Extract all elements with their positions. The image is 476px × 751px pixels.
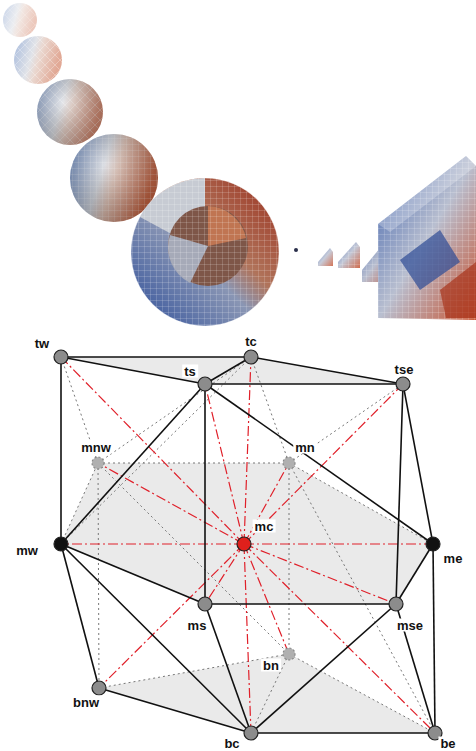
- vertex-label: ts: [182, 365, 198, 378]
- hidden-edge: [251, 654, 289, 733]
- polyhedron-edge: [205, 603, 396, 605]
- vertex-label: tw: [33, 337, 51, 350]
- center-ray: [244, 544, 289, 654]
- vertex-label: me: [442, 552, 465, 565]
- hidden-edge: [61, 463, 98, 544]
- hidden-edge: [98, 463, 289, 464]
- vertex-label: ms: [186, 619, 209, 632]
- hidden-edge: [251, 357, 289, 463]
- polyhedron-edge: [204, 384, 206, 604]
- vertex-dot: [198, 597, 212, 611]
- center-ray: [61, 357, 244, 544]
- vertex-dot: [92, 681, 106, 695]
- vertex-dot: [54, 537, 68, 551]
- vertex-dot: [389, 597, 403, 611]
- polyhedron-edge: [205, 357, 251, 384]
- polyhedron-edge: [61, 544, 251, 733]
- vertex-dot: [426, 537, 440, 551]
- shaded-plane: [61, 357, 403, 384]
- vertex-dot: [237, 537, 251, 551]
- center-ray: [244, 544, 251, 733]
- vertex-label: tc: [243, 335, 259, 348]
- center-ray: [244, 543, 433, 544]
- vertex-label: mse: [395, 619, 425, 632]
- center-ray: [98, 463, 244, 544]
- vertex-dot: [283, 648, 295, 660]
- center-ray: [99, 544, 244, 688]
- hidden-edge: [61, 357, 251, 544]
- sphere-sequence: [3, 3, 279, 326]
- vertex-dot: [92, 457, 104, 469]
- prism-sequence: [294, 156, 476, 320]
- vertex-label: mn: [293, 441, 317, 454]
- hidden-edge: [289, 463, 290, 654]
- polyhedron-edge: [433, 544, 435, 733]
- center-ray: [244, 384, 403, 544]
- center-ray: [244, 544, 435, 733]
- shaded-plane: [61, 463, 433, 604]
- polyhedron-edge: [251, 732, 435, 734]
- center-ray: [244, 357, 251, 544]
- polyhedron-edge: [61, 356, 251, 358]
- hidden-edge: [98, 463, 99, 688]
- vertex-label: bn: [261, 659, 281, 672]
- polyhedron-edge: [61, 544, 99, 688]
- shaded-plane: [99, 654, 435, 733]
- polyhedron-edge: [60, 357, 62, 544]
- vertex-dot: [396, 377, 410, 391]
- polyhedron-edge: [396, 544, 433, 604]
- polyhedron-edge: [205, 604, 251, 733]
- polyhedron-edge: [403, 384, 433, 544]
- hidden-edge: [289, 463, 433, 544]
- vertex-dot: [244, 726, 258, 740]
- vertex-label: bnw: [71, 696, 101, 709]
- vertex-label: bc: [222, 736, 241, 749]
- polyhedron-edge: [61, 544, 205, 604]
- vertex-label: mc: [253, 520, 276, 533]
- polyhedron-edge: [205, 383, 403, 385]
- polyhedron-edge: [251, 357, 403, 384]
- polyhedron-edge: [61, 384, 205, 544]
- hidden-edge: [98, 357, 251, 463]
- center-ray: [244, 544, 396, 604]
- polyhedron-edge: [396, 384, 403, 604]
- center-ray: [205, 544, 244, 604]
- vertex-dot: [244, 350, 258, 364]
- hidden-edge: [289, 384, 403, 463]
- vertex-dot: [283, 457, 295, 469]
- vertex-label: tse: [393, 363, 416, 376]
- hidden-edge: [289, 463, 435, 733]
- vertex-label: mnw: [79, 441, 113, 454]
- vertex-dot: [198, 377, 212, 391]
- polyhedron-edge: [61, 357, 205, 384]
- polyhedron-edge: [251, 604, 396, 733]
- vertex-label: mw: [14, 544, 40, 557]
- polyhedron-edge: [99, 688, 251, 733]
- vertex-label: be: [438, 736, 457, 749]
- center-ray: [61, 543, 244, 544]
- center-ray: [244, 463, 289, 544]
- vertex-dot: [54, 350, 68, 364]
